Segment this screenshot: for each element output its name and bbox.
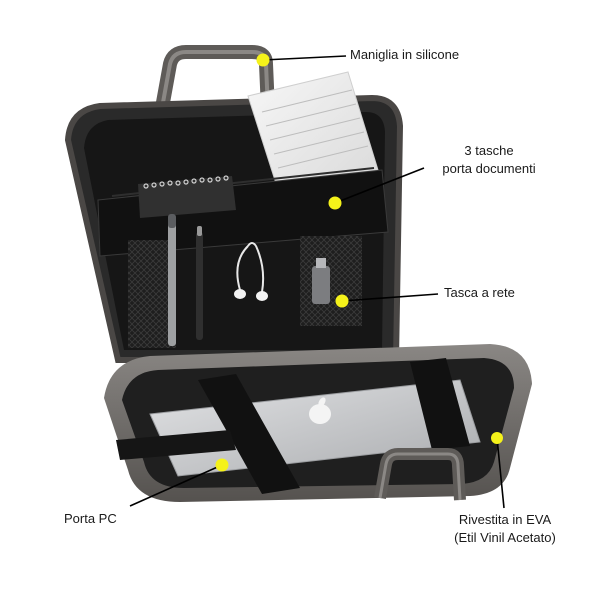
marker-pockets [328,196,342,210]
callout-pc: Porta PC [64,511,117,526]
logo-icon [309,397,331,424]
leader-line-mesh [341,293,439,302]
leader-lines [129,55,505,509]
bottom-handle [374,448,466,501]
callout-eva-line2: (Etil Vinil Acetato) [454,530,556,545]
leader-line-pc [129,464,223,507]
callout-eva-line1: Rivestita in EVA [458,512,552,527]
leader-line-pockets [334,167,425,204]
keyboard-inside [247,71,379,197]
markers [215,53,503,472]
marker-eva [491,432,503,444]
callout-mesh: Tasca a rete [444,285,515,300]
callout-pockets-line1: 3 tasche [464,143,514,158]
callout-pockets-line2: porta documenti [442,161,536,176]
marker-pc [215,458,229,472]
callout-eva: Rivestita in EVA (Etil Vinil Acetato) [430,511,580,547]
callout-pockets: 3 tasche porta documenti [424,142,554,178]
retention-straps [116,358,470,494]
leader-line-eva [496,437,505,509]
marker-mesh [335,294,349,308]
mesh-pocket [128,214,362,348]
callout-handle: Maniglia in silicone [350,47,460,62]
leader-line-handle [262,55,347,61]
marker-handle [256,53,270,67]
